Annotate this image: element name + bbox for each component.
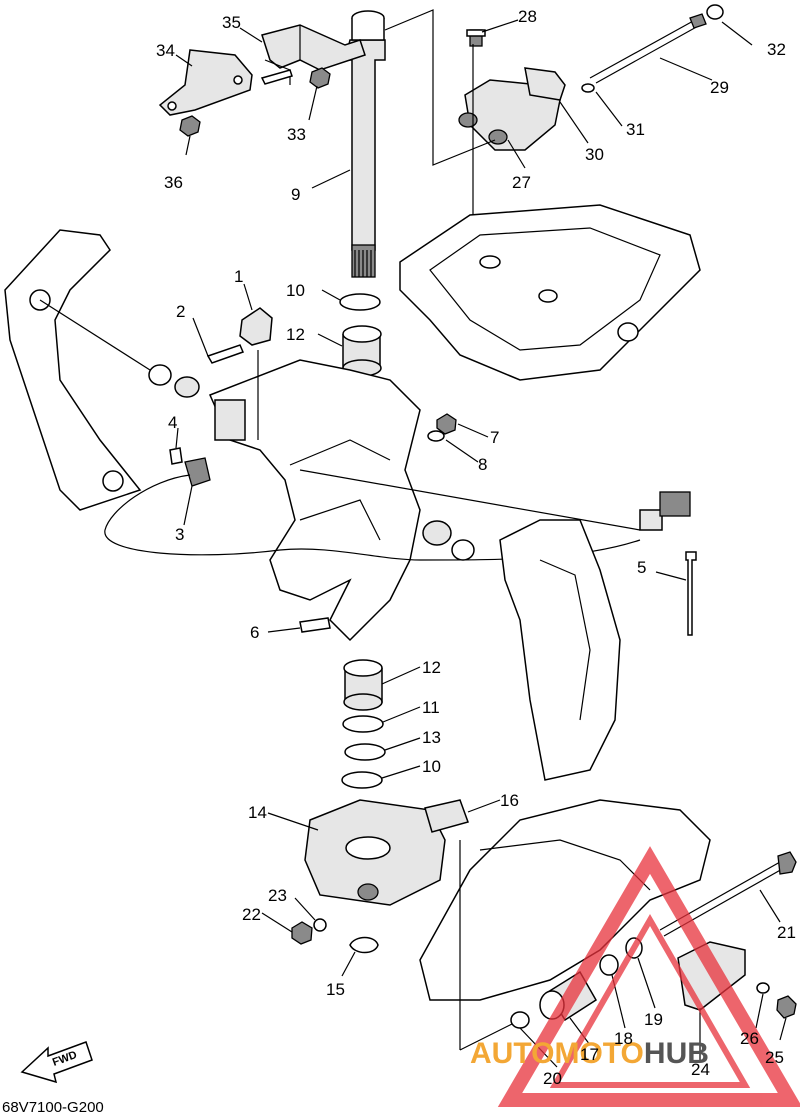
washer-13 (344, 743, 386, 761)
wiring-connector (299, 469, 691, 531)
callout-9: 9 (291, 185, 300, 204)
bracket-34 (158, 49, 253, 116)
callout-14: 14 (248, 803, 267, 822)
washer-middle (451, 539, 475, 561)
callout-10-upper: 10 (286, 281, 305, 300)
callout-36: 36 (164, 173, 183, 192)
nut-7 (436, 413, 457, 435)
bolt-21 (659, 851, 797, 937)
swivel-bracket (399, 204, 701, 381)
damper-16 (424, 799, 469, 833)
washer-10-upper (339, 293, 381, 311)
callout-12-upper: 12 (286, 325, 305, 344)
callout-30: 30 (585, 145, 604, 164)
callout-22: 22 (242, 905, 261, 924)
callout-17: 17 (580, 1045, 599, 1064)
lower-mount-housing (304, 799, 446, 906)
callout-labels: 1 2 3 4 5 6 7 8 9 10 10 11 12 12 13 14 1… (156, 7, 796, 1088)
callout-18: 18 (614, 1029, 633, 1048)
callout-13: 13 (422, 728, 441, 747)
upper-mount-bracket (261, 24, 366, 85)
screw-4 (169, 447, 183, 465)
callout-11: 11 (422, 698, 440, 717)
callout-2: 2 (176, 302, 185, 321)
screw-6 (299, 617, 331, 633)
callout-28: 28 (518, 7, 537, 26)
callout-4: 4 (168, 413, 177, 432)
callout-5: 5 (637, 558, 646, 577)
bushing-left (174, 376, 200, 398)
washer-18 (599, 954, 619, 976)
bushing-12-upper (342, 325, 382, 377)
callout-31: 31 (626, 120, 645, 139)
clamp-1 (239, 307, 273, 346)
bushing-middle (422, 520, 452, 546)
callout-3: 3 (175, 525, 184, 544)
callout-23: 23 (268, 886, 287, 905)
callout-35: 35 (222, 13, 241, 32)
callout-6: 6 (250, 623, 259, 642)
callout-12-lower: 12 (422, 658, 441, 677)
callout-8: 8 (478, 455, 487, 474)
bolt-25 (776, 995, 797, 1019)
callout-32: 32 (767, 40, 786, 59)
callout-25: 25 (765, 1048, 784, 1067)
callout-16: 16 (500, 791, 519, 810)
leader-lines (175, 9, 787, 1068)
callout-24: 24 (691, 1060, 710, 1079)
forward-arrow-icon: FWD (20, 1041, 93, 1084)
watermark-text: AUTOMOTOHUB (470, 1037, 709, 1070)
callout-19: 19 (644, 1010, 663, 1029)
callout-15: 15 (326, 980, 345, 999)
bolt-22 (291, 921, 313, 945)
washer-23 (313, 918, 327, 932)
upper-mount-assembly (458, 4, 724, 300)
callout-34: 34 (156, 41, 175, 60)
nut-36 (179, 115, 201, 137)
callout-20: 20 (543, 1069, 562, 1088)
washer-8 (427, 430, 445, 442)
bushing-12-lower (343, 659, 383, 711)
callout-29: 29 (710, 78, 729, 97)
o-ring-11 (342, 715, 384, 733)
clamp-bracket-right (499, 519, 621, 781)
bolt-35 (260, 69, 293, 85)
washer-26 (756, 982, 770, 994)
diagram-code: 68V7100-G200 (2, 1099, 104, 1115)
nut-33 (309, 67, 331, 89)
callout-27: 27 (512, 173, 531, 192)
callout-21: 21 (777, 923, 796, 942)
callout-33: 33 (287, 125, 306, 144)
tie-band-5 (685, 551, 697, 636)
callout-1: 1 (234, 267, 243, 286)
clip-15 (349, 936, 379, 954)
washer-20 (510, 1011, 530, 1029)
callout-10-lower: 10 (422, 757, 441, 776)
bolt-2 (206, 344, 245, 364)
steering-bracket (208, 350, 421, 642)
washer-10-lower (341, 771, 383, 789)
callout-26: 26 (740, 1029, 759, 1048)
clip-3 (184, 457, 211, 487)
callout-7: 7 (490, 428, 499, 447)
watermark-triangle (497, 846, 800, 1107)
steering-shaft (344, 10, 386, 278)
washer-left (148, 364, 172, 386)
clamp-bracket-left (4, 229, 151, 511)
